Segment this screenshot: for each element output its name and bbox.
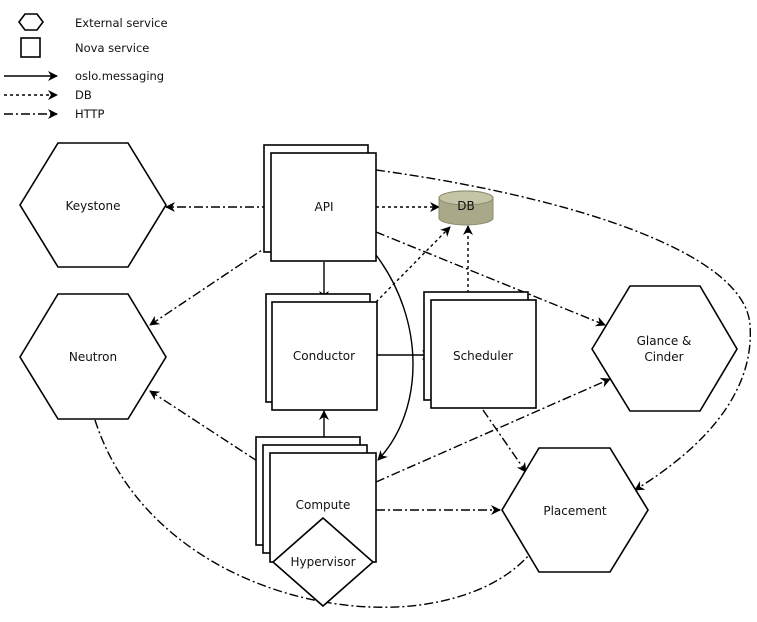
- edge-api-neutron: [149, 243, 272, 326]
- node-hypervisor[interactable]: Hypervisor: [271, 516, 375, 608]
- edge-conductor-db: [375, 226, 451, 303]
- node-db[interactable]: DB: [438, 190, 494, 226]
- edge-neutron-placement: [94, 419, 536, 608]
- compute-front-box: [269, 452, 377, 563]
- glance-label-line2: Cinder: [644, 350, 683, 364]
- placement-hexagon-icon: [501, 447, 649, 573]
- legend-external-label: External service: [75, 16, 168, 30]
- node-keystone[interactable]: Keystone: [19, 142, 167, 268]
- compute-label: Compute: [296, 498, 351, 512]
- keystone-hexagon-icon: [19, 142, 167, 268]
- node-scheduler[interactable]: Scheduler: [423, 291, 537, 409]
- neutron-hexagon-icon: [19, 293, 167, 420]
- edge-api-glance: [375, 231, 606, 327]
- api-front-box: [270, 152, 377, 262]
- conductor-label: Conductor: [293, 349, 355, 363]
- legend-hexagon-icon: [18, 13, 44, 31]
- edge-scheduler-placement: [482, 409, 527, 473]
- edge-compute-glance: [375, 378, 611, 483]
- conductor-front-box: [271, 301, 378, 411]
- edge-api-placement: [375, 169, 751, 491]
- db-label: DB: [457, 199, 474, 213]
- api-label: API: [315, 200, 334, 214]
- scheduler-label: Scheduler: [453, 349, 513, 363]
- node-placement[interactable]: Placement: [501, 447, 649, 573]
- node-api[interactable]: API: [263, 144, 377, 262]
- edges: [94, 169, 751, 608]
- hypervisor-label: Hypervisor: [290, 555, 355, 569]
- legend-db-label: DB: [75, 88, 92, 102]
- scheduler-front-box: [430, 299, 537, 409]
- node-conductor[interactable]: Conductor: [265, 293, 378, 411]
- neutron-label: Neutron: [69, 350, 117, 364]
- glance-hexagon-icon: [591, 285, 738, 412]
- legend-square-icon: [20, 37, 41, 58]
- legend-nova-label: Nova service: [75, 41, 149, 55]
- edge-api-compute: [375, 254, 414, 461]
- node-glance-cinder[interactable]: Glance & Cinder: [591, 285, 738, 412]
- legend-messaging-label: oslo.messaging: [75, 69, 164, 83]
- placement-label: Placement: [543, 504, 607, 518]
- legend-http-label: HTTP: [75, 107, 104, 121]
- keystone-label: Keystone: [65, 199, 120, 213]
- node-neutron[interactable]: Neutron: [19, 293, 167, 420]
- hypervisor-diamond-icon: [271, 516, 375, 608]
- db-cylinder-top: [438, 190, 494, 206]
- legend: External service Nova service oslo.messa…: [4, 13, 168, 121]
- glance-label-line1: Glance &: [637, 334, 692, 348]
- edge-compute-neutron: [149, 390, 272, 471]
